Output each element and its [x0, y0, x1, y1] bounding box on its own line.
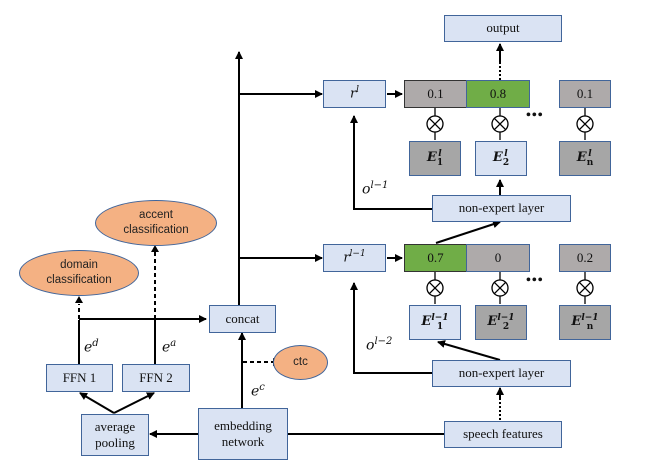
- router-top: rl: [323, 80, 386, 108]
- ctc-ellipse: ctc: [273, 345, 328, 380]
- weight-bottom-2: 0: [466, 244, 530, 272]
- ffn1-box: FFN 1: [46, 364, 113, 392]
- weight-bottom-1: 0.7: [404, 244, 467, 272]
- weight-top-1: 0.1: [404, 80, 467, 108]
- label-o-l-2: ol−2: [366, 336, 393, 354]
- non-expert-layer-top: non-expert layer: [432, 195, 571, 222]
- label-ea: ea: [162, 338, 177, 356]
- ellipsis-bottom: •••: [526, 273, 544, 288]
- router-bottom-label: rl−1: [343, 249, 366, 266]
- router-bottom: rl−1: [323, 244, 386, 272]
- output-box: output: [444, 15, 562, 42]
- o-l-1-path: [350, 115, 432, 210]
- non-expert-layer-bottom: non-expert layer: [432, 360, 571, 387]
- output-label: output: [486, 20, 520, 36]
- label-ec: ec: [251, 382, 265, 400]
- label-o-l-1: ol−1: [362, 180, 389, 198]
- label-ed: ed: [84, 338, 99, 356]
- weight-top-n: 0.1: [559, 80, 611, 108]
- weight-top-2: 0.8: [466, 80, 530, 108]
- speech-features-box: speech features: [444, 421, 562, 448]
- o-l-2-path: [350, 282, 432, 374]
- multiply-circles-top: [434, 107, 586, 140]
- ffn2-box: FFN 2: [122, 364, 190, 392]
- ellipsis-top: •••: [526, 108, 544, 123]
- weight-bottom-n: 0.2: [559, 244, 611, 272]
- concat-box: concat: [209, 305, 276, 333]
- router-top-label: rl: [349, 85, 360, 102]
